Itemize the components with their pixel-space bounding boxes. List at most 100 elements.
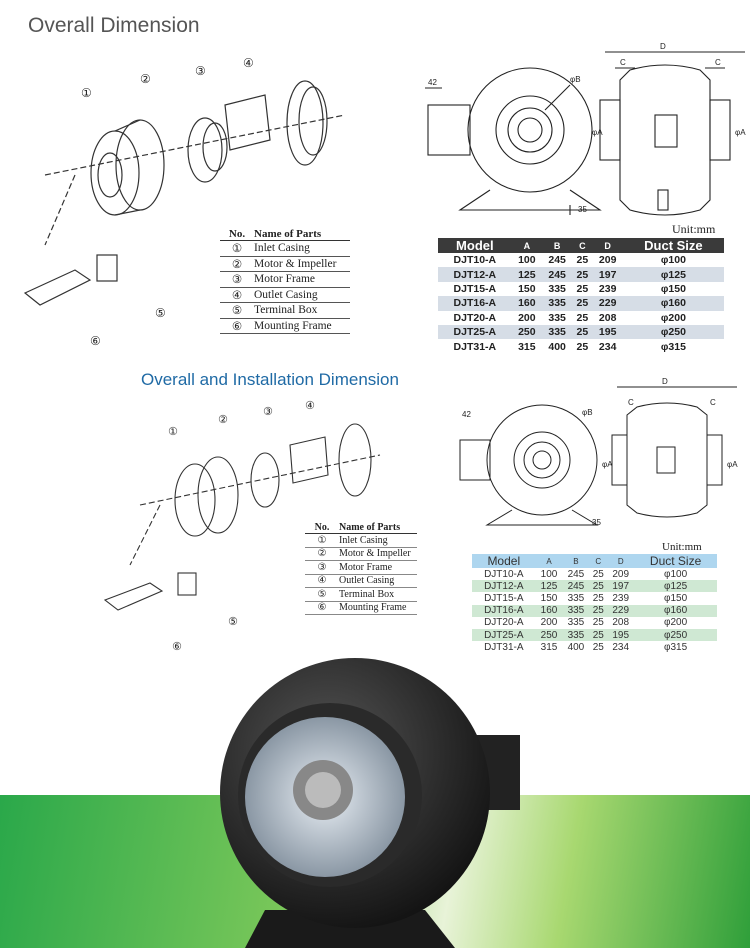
inline-duct-fan-photo — [220, 658, 520, 948]
table-cell: 239 — [612, 592, 630, 604]
table-cell: 335 — [567, 617, 585, 629]
dim-label-phi-a-right: φA — [735, 128, 746, 137]
table-cell: DJT10-A — [453, 254, 497, 267]
part-name: Motor Frame — [339, 561, 393, 573]
table-cell: 25 — [576, 282, 589, 295]
table-cell: 250 — [535, 628, 563, 642]
table-cell: 229 — [607, 604, 635, 617]
part-number: ⑥ — [231, 320, 243, 333]
table-cell: 195 — [592, 324, 623, 340]
part-name: Outlet Casing — [254, 288, 318, 301]
table-cell: 335 — [567, 592, 585, 604]
table-cell: φ160 — [622, 296, 724, 311]
dim-label-c-left-b: C — [628, 398, 634, 407]
dim-label-phi-a-right-b: φA — [727, 460, 738, 469]
table-cell: 25 — [592, 617, 604, 629]
dim-label-phi-b: φB — [570, 75, 581, 84]
table-cell: DJT16-A — [472, 604, 536, 617]
table-cell: 229 — [592, 296, 623, 311]
part-number: ③ — [317, 561, 327, 573]
column-header: Model — [472, 554, 536, 568]
column-header: Duct Size — [622, 238, 724, 253]
table-cell: DJT31-A — [484, 641, 524, 653]
column-header: C — [572, 238, 593, 253]
table-cell: 25 — [592, 592, 604, 604]
part-name: Motor Frame — [254, 273, 316, 286]
part-number: ② — [231, 258, 243, 271]
part-marker-4b: ④ — [305, 399, 315, 412]
table-cell: 125 — [535, 580, 563, 593]
table-cell: 100 — [518, 254, 536, 267]
table-cell: DJT10-A — [484, 568, 524, 580]
dim-label-42b: 42 — [462, 410, 471, 419]
table-cell: 150 — [518, 282, 536, 295]
table-cell: 245 — [541, 267, 573, 282]
part-marker-5b: ⑤ — [228, 615, 238, 628]
table-cell: 160 — [511, 296, 542, 311]
table-cell: 25 — [589, 580, 608, 593]
part-number: ② — [317, 548, 327, 560]
exploded-view-diagram-2: ① ② ③ ④ ⑤ ⑥ — [103, 399, 381, 653]
table-cell: φ315 — [660, 340, 686, 353]
table-cell: 25 — [572, 324, 593, 340]
dim-label-phi-b-b: φB — [582, 408, 593, 417]
column-header: A — [535, 554, 563, 568]
part-name: Mounting Frame — [339, 602, 407, 614]
table-cell: DJT12-A — [472, 580, 536, 593]
table-cell: DJT25-A — [438, 324, 512, 340]
section-title-installation-dimension: Overall and Installation Dimension — [141, 370, 399, 389]
table-cell: φ150 — [664, 592, 688, 604]
table-cell: 209 — [612, 568, 630, 580]
table-cell: 25 — [576, 254, 589, 267]
table-cell: 239 — [598, 282, 617, 295]
dim-label-c-left: C — [620, 58, 626, 67]
table-cell: 208 — [598, 311, 617, 324]
table-cell: 25 — [589, 628, 608, 642]
table-cell: DJT20-A — [453, 311, 497, 324]
table-cell: 100 — [540, 568, 558, 580]
part-number: ⑤ — [231, 305, 243, 318]
part-marker-6b: ⑥ — [172, 640, 182, 653]
unit-label-2: Unit:mm — [662, 541, 702, 553]
table-cell: DJT15-A — [453, 282, 497, 295]
part-name: Terminal Box — [254, 304, 318, 317]
table-cell: 315 — [518, 340, 536, 353]
table-cell: 335 — [541, 324, 573, 340]
column-header: B — [541, 238, 573, 253]
table-cell: 25 — [592, 641, 604, 653]
table-cell: DJT20-A — [484, 617, 524, 629]
table-cell: φ250 — [634, 628, 717, 642]
table-cell: 25 — [572, 267, 593, 282]
part-name: Terminal Box — [339, 588, 395, 600]
dim-label-d-b: D — [662, 377, 668, 386]
table-cell: 400 — [548, 340, 566, 353]
dim-label-phi-a-left: φA — [592, 128, 603, 137]
parts-header-name: Name of Parts — [339, 522, 401, 533]
table-cell: 245 — [562, 580, 590, 593]
table-cell: 400 — [567, 641, 585, 653]
table-cell: 245 — [567, 568, 585, 580]
table-cell: 200 — [540, 617, 558, 629]
part-marker-6: ⑥ — [90, 334, 101, 348]
part-marker-1b: ① — [168, 425, 178, 438]
